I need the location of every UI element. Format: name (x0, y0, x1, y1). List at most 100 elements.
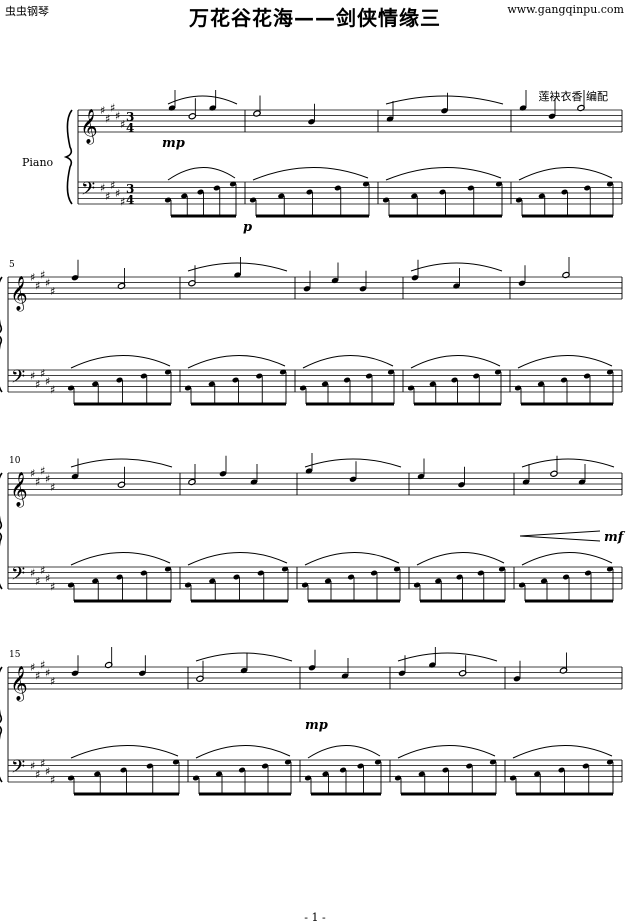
note-head (261, 763, 269, 769)
note-head (583, 373, 591, 379)
note-head (518, 280, 526, 286)
key-sharp-icon: ♯ (45, 572, 50, 585)
slur (304, 458, 402, 468)
note-head (393, 566, 401, 572)
key-sharp-icon: ♯ (35, 378, 40, 391)
note-head (494, 369, 502, 375)
slur (385, 167, 502, 181)
note-head (67, 582, 75, 588)
note-head (213, 185, 220, 191)
slur (302, 355, 394, 369)
note-head (249, 197, 257, 203)
slur (518, 167, 613, 181)
page-number: - 1 - (304, 911, 326, 924)
key-sharp-icon: ♯ (45, 765, 50, 778)
note-head (281, 566, 289, 572)
note-head (209, 105, 216, 111)
note-head (343, 377, 351, 383)
note-head (324, 578, 332, 584)
treble-clef-icon: 𝄞 (80, 109, 98, 145)
key-sharp-icon: ♯ (40, 268, 45, 281)
note-head (233, 574, 240, 580)
dynamic-marking: mf (604, 530, 626, 545)
note-head (467, 185, 474, 191)
key-sharp-icon: ♯ (40, 564, 45, 577)
key-sharp-icon: ♯ (50, 285, 55, 298)
note-head (140, 570, 147, 576)
note-head (279, 369, 287, 375)
note-head (411, 275, 419, 281)
key-sharp-icon: ♯ (40, 367, 45, 380)
note-head (116, 574, 123, 580)
note-head (215, 771, 223, 777)
slur (70, 745, 179, 759)
note-head (359, 286, 367, 292)
measure-number: 15 (9, 650, 21, 660)
key-sharp-icon: ♯ (30, 467, 35, 480)
note-head (584, 570, 592, 576)
score-title: 万花谷花海——剑侠情缘三 (189, 6, 441, 30)
note-head (562, 574, 570, 580)
slur (187, 355, 286, 369)
key-sharp-icon: ♯ (45, 667, 50, 680)
note-head (418, 771, 425, 777)
note-head (522, 479, 530, 485)
note-head (538, 193, 545, 199)
instrument-label: Piano (22, 156, 54, 169)
time-signature-bottom: 4 (126, 121, 134, 135)
note-head (411, 193, 418, 199)
note-head (477, 570, 484, 576)
system-brace (0, 472, 3, 590)
slur (167, 95, 238, 105)
note-head (305, 468, 313, 474)
note-head (209, 578, 216, 584)
note-head (301, 582, 309, 588)
note-head (164, 369, 172, 375)
note-head (435, 578, 442, 584)
dynamic-marking: p (243, 220, 252, 235)
note-head (250, 479, 258, 485)
note-head (116, 377, 123, 383)
note-head (519, 105, 527, 111)
note-head (347, 574, 355, 580)
note-head (413, 582, 421, 588)
bass-clef-icon: 𝄢 (11, 757, 25, 782)
note-head (540, 578, 548, 584)
slur (416, 552, 505, 566)
note-head (407, 385, 415, 391)
key-sharp-icon: ♯ (115, 187, 120, 200)
note-head (181, 193, 188, 199)
key-sharp-icon: ♯ (120, 195, 125, 208)
note-head (341, 673, 349, 679)
slur (187, 262, 288, 272)
note-head (558, 767, 565, 773)
bass-clef-icon: 𝄢 (11, 564, 25, 589)
slur (307, 745, 381, 759)
note-head (164, 197, 172, 203)
measure-number: 10 (9, 456, 21, 466)
note-head (284, 759, 292, 765)
crescendo-hairpin (519, 530, 601, 542)
note-head (417, 473, 425, 480)
key-sharp-icon: ♯ (30, 661, 35, 674)
slur (521, 458, 615, 468)
note-head (584, 185, 591, 191)
treble-staff (8, 666, 622, 690)
note-head (439, 189, 446, 195)
slur (512, 745, 613, 759)
key-sharp-icon: ♯ (40, 658, 45, 671)
system-brace (0, 276, 3, 393)
key-sharp-icon: ♯ (35, 475, 40, 488)
note-head (578, 479, 586, 485)
dynamic-marking: mp (305, 718, 328, 733)
system-2: 𝄞𝄢♯♯♯♯♯♯♯♯♯♯5 (0, 257, 623, 406)
note-head (146, 763, 153, 769)
note-head (606, 181, 614, 187)
note-head (429, 662, 436, 668)
note-head (308, 119, 315, 125)
note-head (172, 759, 180, 765)
key-sharp-icon: ♯ (35, 669, 40, 682)
note-head (466, 763, 473, 769)
note-head (349, 476, 357, 482)
